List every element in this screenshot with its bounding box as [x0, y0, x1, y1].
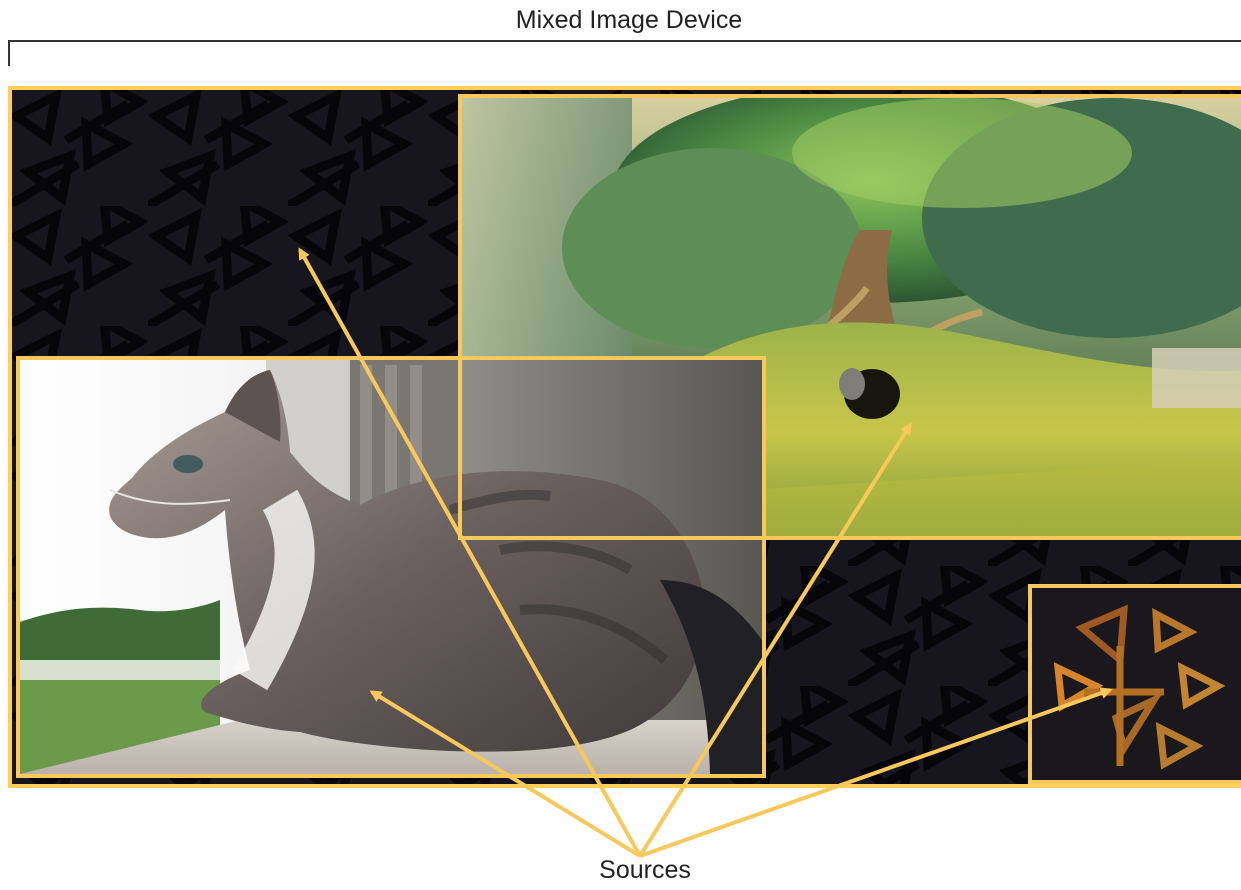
device-title: Mixed Image Device — [515, 6, 743, 34]
triangle-pattern-icon — [1032, 588, 1241, 780]
cat-photo-image — [20, 360, 762, 774]
pattern-source-panel — [1028, 584, 1241, 784]
sources-label: Sources — [599, 856, 691, 884]
device-bracket — [8, 40, 1241, 66]
cat-photo-source-panel — [16, 356, 766, 778]
